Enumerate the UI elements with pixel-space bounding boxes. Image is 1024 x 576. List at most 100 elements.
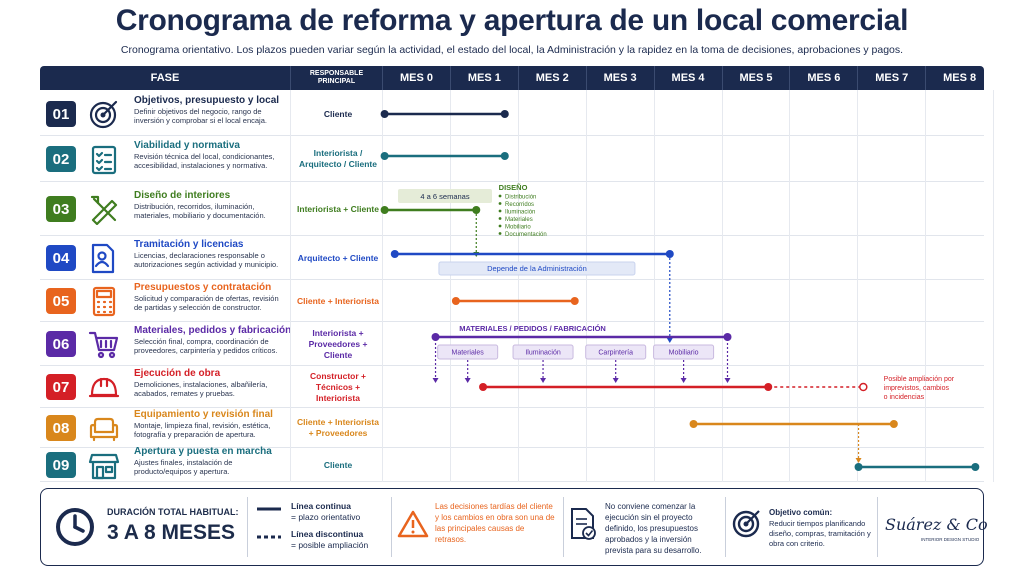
storefront-icon [88,449,120,481]
grid-line [993,90,995,482]
month-header: MES 4 [653,66,722,90]
phase-title: Diseño de interiores [134,190,231,201]
design-tools-icon [88,193,120,226]
month-header: MES 5 [721,66,790,90]
brand-section: Suárez & Co INTERIOR DESIGN STUDIO [881,495,988,559]
grid-line [653,90,655,482]
phase-number: 03 [46,196,76,222]
legend-lines-icon [257,507,281,539]
phase-description: Licencias, declaraciones responsable o a… [134,251,279,269]
phase-description: Montaje, limpieza final, revisión, estét… [134,421,271,439]
grid-line [721,90,723,482]
target-icon [88,98,120,130]
legend-solid-desc: = plazo orientativo [291,512,361,522]
checklist-icon [88,143,120,175]
phase-description: Definir objetivos del negocio, rango de … [134,107,267,125]
phase-responsible: Interiorista / Arquitecto / Cliente [299,148,377,169]
phase-title: Tramitación y licencias [134,239,244,250]
goal-title: Objetivo común: [769,508,833,517]
goal-section: Objetivo común: Reducir tiempos planific… [731,495,871,559]
duration-label: DURACIÓN TOTAL HABITUAL: [107,507,239,517]
duration-value: 3 A 8 MESES [107,521,235,544]
phase-title: Equipamiento y revisión final [134,409,273,420]
month-header: MES 0 [382,66,450,90]
goal-text: Reducir tiempos planificando diseño, com… [769,519,871,548]
phase-description: Ajustes finales, instalación de producto… [134,458,233,476]
phase-number: 07 [46,374,76,400]
phase-title: Viabilidad y normativa [134,140,240,151]
phase-responsible: Constructor + Técnicos + Interiorista [310,370,366,403]
phase-responsible: Cliente [323,459,353,470]
sofa-icon [88,412,120,444]
phase-responsible: Interiorista + Proveedores + Cliente [308,327,368,360]
phase-number: 05 [46,288,76,314]
phase-responsible: Cliente + Interiorista [297,295,379,306]
month-header: MES 6 [789,66,857,90]
warning-text: Las decisiones tardías del cliente y los… [435,502,555,544]
clock-icon [56,508,94,546]
note-section: No conviene comenzar la ejecución sin el… [569,495,719,559]
grid-line [382,90,383,482]
phase-description: Demoliciones, instalaciones, albañilería… [134,380,268,398]
calculator-icon [88,285,120,317]
grid-line [585,90,587,482]
month-header: MES 3 [585,66,654,90]
phase-number: 06 [46,331,76,357]
grid-line [449,90,451,482]
month-header: MES 1 [449,66,518,90]
cart-icon [88,328,120,360]
duration-section: DURACIÓN TOTAL HABITUAL: 3 A 8 MESES [51,495,241,559]
phase-number: 02 [46,146,76,172]
phase-header: FASE [150,72,180,84]
grid-line [789,90,791,482]
phase-responsible: Cliente [323,108,353,119]
legend-dashed-desc: = posible ampliación [291,540,369,550]
footer-panel: DURACIÓN TOTAL HABITUAL: 3 A 8 MESES Lín… [40,488,988,566]
brand-logo: Suárez & Co [885,515,988,534]
grid-line [925,90,927,482]
document-user-icon [88,242,120,274]
grid-line [517,90,519,482]
grid-line [290,90,291,482]
legend-solid-title: Línea continua [291,501,351,511]
grid-line [857,90,859,482]
brand-subtitle: INTERIOR DESIGN STUDIO [921,537,980,542]
page-subtitle: Cronograma orientativo. Los plazos puede… [120,44,904,56]
target-icon [732,510,760,538]
month-header: MES 7 [857,66,925,90]
phase-title: Objetivos, presupuesto y local [134,95,280,106]
page-title: Cronograma de reforma y apertura de un l… [115,4,909,37]
note-text: No conviene comenzar la ejecución sin el… [605,502,702,555]
phase-title: Apertura y puesta en marcha [134,446,272,457]
phase-title: Presupuestos y contratación [134,282,272,293]
month-header: MES 8 [925,66,993,90]
phase-description: Distribución, recorridos, iluminación, m… [134,202,266,220]
month-header: MES 2 [517,66,586,90]
legend-dashed-title: Línea discontinua [291,529,364,539]
responsible-header: RESPONSABLE PRINCIPAL [290,66,382,90]
phase-description: Revisión técnica del local, condicionant… [134,152,275,170]
legend-section: Línea continua = plazo orientativo Línea… [255,495,395,559]
document-check-icon [571,508,596,540]
phase-number: 01 [46,101,76,127]
phase-description: Selección final, compra, coordinación de… [134,337,278,355]
phase-responsible: Arquitecto + Cliente [297,252,379,263]
warning-section: Las decisiones tardías del cliente y los… [397,495,557,559]
phase-number: 04 [46,245,76,271]
phase-number: 09 [46,452,76,478]
helmet-icon [88,371,120,403]
phase-responsible: Interiorista + Cliente [297,203,379,214]
phase-responsible: Cliente + Interiorista + Proveedores [297,417,379,438]
phase-title: Materiales, pedidos y fabricación [134,325,292,336]
phase-title: Ejecución de obra [134,368,221,379]
